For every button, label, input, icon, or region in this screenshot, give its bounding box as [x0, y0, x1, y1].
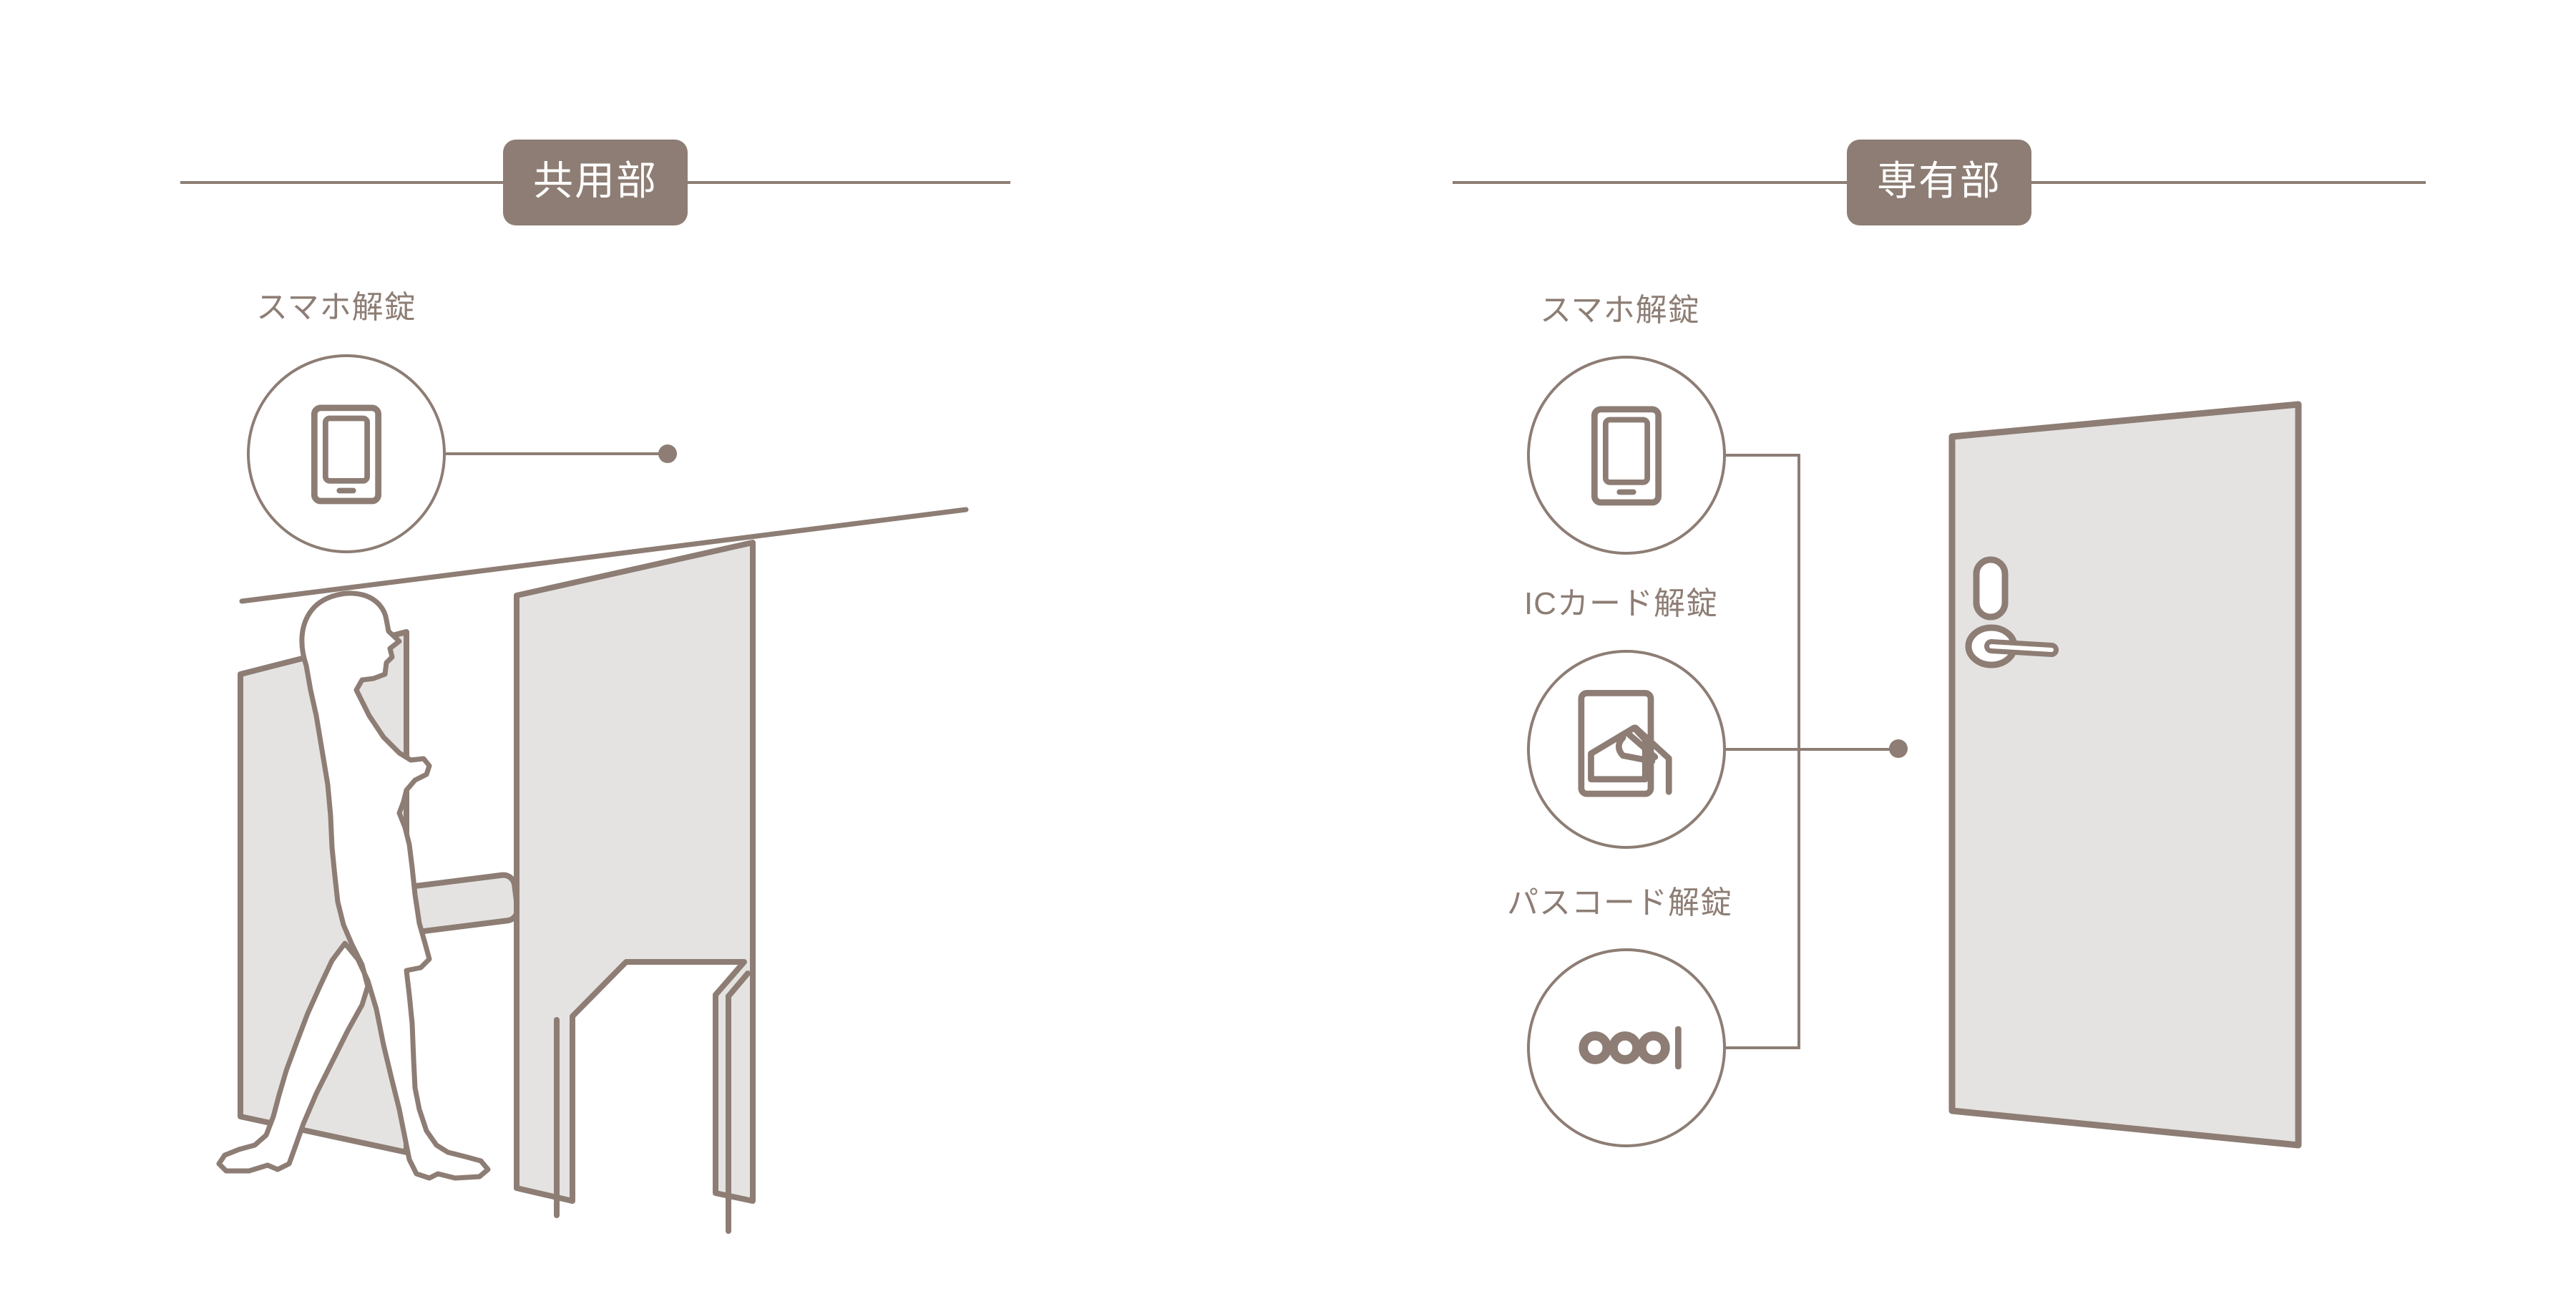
- connector-line-smartphone-private: [1724, 454, 1800, 457]
- smartphone-icon: [1591, 406, 1662, 506]
- feature-icon-smartphone-unlock-private[interactable]: [1527, 356, 1726, 555]
- lever-handle: [1965, 624, 2059, 668]
- connector-dot-common: [658, 444, 677, 463]
- section-header-private-area: 専有部: [1453, 140, 2426, 225]
- section-header-common-area: 共用部: [180, 140, 1010, 225]
- passcode-dots-icon: [1579, 1026, 1682, 1070]
- feature-label-smartphone-unlock-private: スマホ解錠: [1540, 293, 1700, 328]
- feature-icon-passcode-unlock[interactable]: [1527, 948, 1726, 1147]
- connector-dot-private: [1889, 739, 1908, 758]
- connector-line-common: [446, 452, 665, 455]
- feature-label-ic-card-unlock: ICカード解錠: [1524, 586, 1718, 621]
- header-rule-right: [2031, 181, 2426, 184]
- connector-line-to-door: [1797, 748, 1898, 751]
- section-title-common-area: 共用部: [503, 140, 688, 225]
- smartphone-icon: [311, 404, 382, 505]
- feature-label-passcode-unlock: パスコード解錠: [1507, 885, 1732, 920]
- thumbturn-lock: [1973, 556, 2009, 621]
- header-rule-left: [1453, 181, 1847, 184]
- entrance-auto-door-scene: [216, 507, 969, 1234]
- section-title-private-area: 専有部: [1847, 140, 2031, 225]
- header-rule-left: [180, 181, 503, 184]
- door-panel: [1948, 401, 2302, 1149]
- entry-door-scene: [1948, 401, 2302, 1149]
- ic-card-hand-icon: [1578, 689, 1672, 797]
- connector-bus-vertical: [1797, 454, 1800, 1049]
- connector-line-passcode: [1724, 1046, 1800, 1049]
- feature-icon-smartphone-unlock-common[interactable]: [247, 354, 446, 553]
- connector-line-ic-card: [1724, 748, 1800, 751]
- feature-icon-ic-card-unlock[interactable]: [1527, 650, 1726, 849]
- feature-label-smartphone-unlock-common: スマホ解錠: [256, 290, 416, 325]
- walking-person-silhouette: [216, 590, 491, 1181]
- header-rule-right: [688, 181, 1010, 184]
